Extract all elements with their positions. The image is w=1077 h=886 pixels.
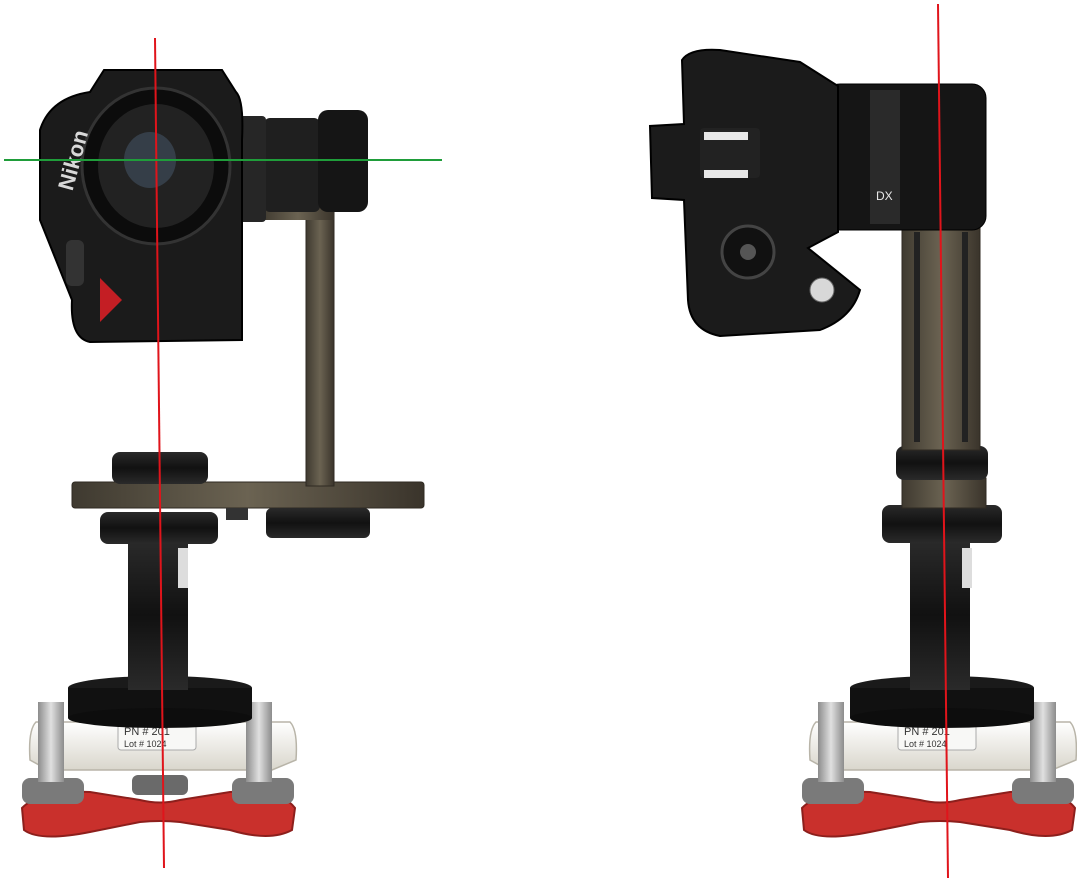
right-shutter-button	[809, 277, 835, 303]
left-column-tag	[178, 548, 188, 588]
left-rail-knob	[266, 508, 370, 538]
left-rail-screw	[226, 508, 248, 520]
right-assembly: PN # 201 Lot # 1024 DX	[648, 48, 1077, 838]
right-lower-clamp	[882, 505, 1002, 543]
right-level-screw-2	[1012, 778, 1074, 804]
right-column	[910, 540, 970, 690]
right-lens-focus-ring	[870, 90, 900, 224]
left-lens-mount	[236, 116, 266, 222]
left-tribrach-red-base	[20, 790, 297, 838]
right-upper-knob	[896, 446, 988, 480]
right-tribrach-red-base	[800, 790, 1077, 838]
right-lens-badge: DX	[876, 189, 893, 203]
left-grip-dial	[66, 240, 84, 286]
right-hot-shoe-contact-2	[704, 170, 748, 178]
right-rotator-disc-bottom	[850, 708, 1034, 728]
left-level-screw-2	[232, 778, 294, 804]
right-steel-post-1	[818, 702, 844, 782]
right-lens-barrel	[825, 83, 987, 231]
left-lens-ring	[264, 118, 320, 212]
right-steel-post-2	[1030, 702, 1056, 782]
right-camera-body	[648, 48, 862, 338]
right-arm-slot-1	[914, 232, 920, 442]
left-level-screw-3	[132, 775, 188, 795]
right-label-lot: Lot # 1024	[904, 739, 947, 749]
right-mode-dial-center	[740, 244, 756, 260]
left-grip-red-mark	[100, 278, 122, 322]
left-label-pn: PN # 201	[124, 726, 170, 738]
left-vertical-arm	[305, 195, 335, 487]
left-rotator-disc-bottom	[68, 708, 252, 728]
right-label-pn: PN # 201	[904, 726, 950, 738]
left-label-lot: Lot # 1024	[124, 739, 167, 749]
left-horizontal-rail	[71, 481, 425, 509]
right-hot-shoe-contact-1	[704, 132, 748, 140]
right-vertical-axis-line	[937, 3, 949, 879]
right-column-tag	[962, 548, 972, 588]
right-hot-shoe	[700, 128, 760, 178]
left-steel-post-1	[38, 702, 64, 782]
left-assembly: PN # 201 Lot # 1024 Nikon	[20, 69, 425, 838]
left-lower-clamp	[100, 512, 218, 544]
right-arm-slot-2	[962, 232, 968, 442]
right-level-screw-1	[802, 778, 864, 804]
left-vertical-axis-line	[154, 37, 165, 869]
left-level-screw-1	[22, 778, 84, 804]
